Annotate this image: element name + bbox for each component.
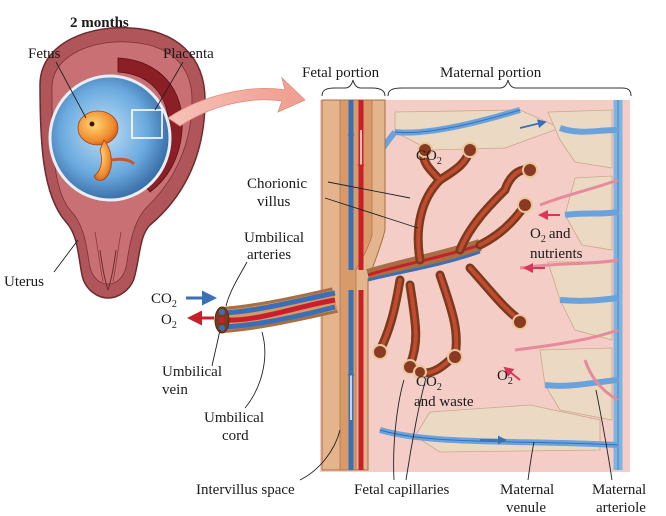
umbilical-cord-label-2: cord: [222, 428, 249, 444]
co2-waste-2: and waste: [414, 394, 474, 410]
chorionic-villus-label-2: villus: [257, 194, 291, 210]
maternal-venule-label-2: venule: [506, 500, 546, 516]
stage-label: 2 months: [70, 15, 129, 31]
maternal-arteriole-label-2: arteriole: [596, 500, 646, 516]
placenta-detail: [320, 100, 630, 472]
umbilical-cord: [215, 293, 335, 333]
o2-left: O2: [161, 312, 177, 331]
maternal-portion-label: Maternal portion: [440, 65, 542, 81]
umbilical-vein-label-1: Umbilical: [162, 364, 222, 380]
o2-nutrients-2: nutrients: [530, 246, 583, 262]
fetal-capillaries-label: Fetal capillaries: [354, 482, 450, 498]
maternal-arteriole-label-1: Maternal: [592, 482, 646, 498]
umbilical-arteries-label-2: arteries: [247, 247, 291, 263]
intervillus-space-label: Intervillus space: [196, 482, 295, 498]
co2-left: CO2: [151, 291, 177, 310]
umbilical-arteries-label-1: Umbilical: [244, 230, 304, 246]
umbilical-cord-label-1: Umbilical: [204, 410, 264, 426]
fetal-portion-label: Fetal portion: [302, 65, 380, 81]
fetus-label: Fetus: [28, 46, 61, 62]
portion-brackets: [322, 80, 631, 96]
maternal-venule-label-1: Maternal: [500, 482, 554, 498]
chorionic-villus-label-1: Chorionic: [247, 176, 307, 192]
umbilical-vein-label-2: vein: [162, 382, 188, 398]
uterus-label: Uterus: [4, 274, 44, 290]
placenta-label: Placenta: [163, 46, 214, 62]
